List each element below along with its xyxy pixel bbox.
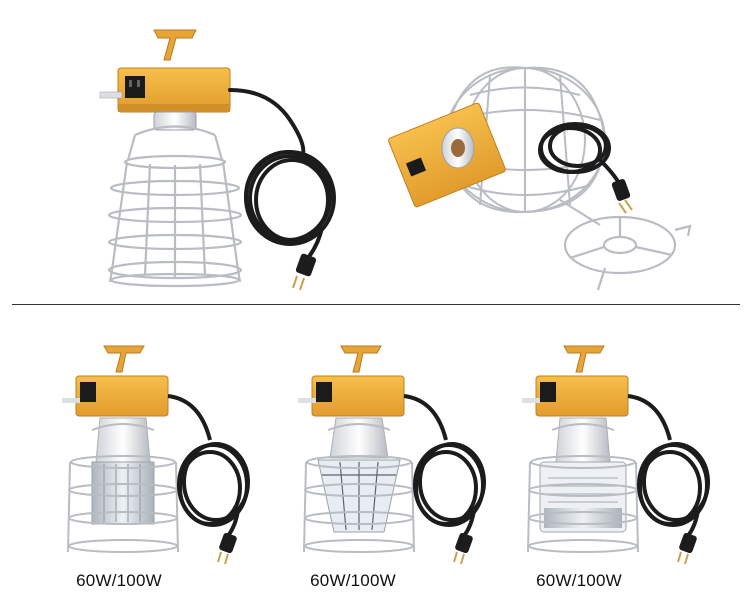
work-light-tilted	[388, 66, 692, 291]
work-light-lantern-bulb	[298, 345, 486, 565]
section-divider	[12, 304, 740, 305]
wattage-label-cylinder: 60W/100W	[536, 571, 622, 590]
work-light-corn-bulb	[62, 345, 250, 565]
work-light-cylinder-bulb	[522, 345, 710, 565]
wattage-label-lantern: 60W/100W	[310, 571, 396, 590]
wattage-label-corn: 60W/100W	[76, 571, 162, 590]
work-light-upright	[99, 29, 336, 291]
